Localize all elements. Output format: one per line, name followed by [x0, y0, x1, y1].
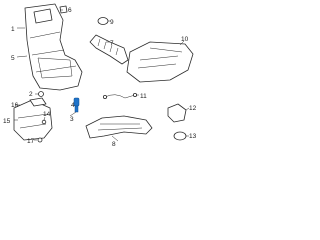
- engine-cover: [126, 41, 194, 83]
- callout-17: 17: [27, 138, 35, 145]
- callout-11: 11: [140, 93, 147, 100]
- callout-9: 9: [110, 19, 114, 26]
- clamp-lower: [173, 131, 187, 141]
- callout-3: 3: [70, 116, 74, 123]
- callout-4: 4: [71, 102, 75, 109]
- clip-bottom: [37, 137, 43, 143]
- callout-12: 12: [189, 105, 197, 112]
- bolt-lower: [41, 119, 47, 125]
- mass-air-flow-sensor: [73, 97, 80, 113]
- intake-duct: [85, 115, 153, 139]
- leader-lines: [14, 9, 190, 142]
- callout-6: 6: [68, 7, 72, 14]
- callout-7: 7: [110, 40, 114, 47]
- callout-15: 15: [3, 118, 11, 125]
- vacuum-line: [103, 93, 137, 100]
- parts-diagram: 1 2 3 4 5 6 7 8 9 10 11 12 13 14 15 16 1…: [3, 3, 197, 147]
- part-5-indicator: [16, 55, 28, 58]
- callout-2: 2: [29, 91, 33, 98]
- clamp-small: [97, 17, 109, 25]
- grommet: [38, 91, 44, 97]
- callout-1: 1: [11, 26, 15, 33]
- callout-14: 14: [43, 111, 51, 118]
- air-cleaner-housing: [24, 3, 83, 91]
- intake-boot: [89, 34, 129, 65]
- callout-5: 5: [11, 55, 15, 62]
- clip-upper: [59, 5, 68, 14]
- callout-13: 13: [189, 133, 197, 140]
- resonator: [29, 97, 47, 107]
- callout-10: 10: [181, 36, 189, 43]
- callout-8: 8: [112, 141, 116, 147]
- elbow-fitting: [167, 103, 187, 123]
- lower-housing: [13, 99, 53, 141]
- callout-16: 16: [11, 102, 19, 109]
